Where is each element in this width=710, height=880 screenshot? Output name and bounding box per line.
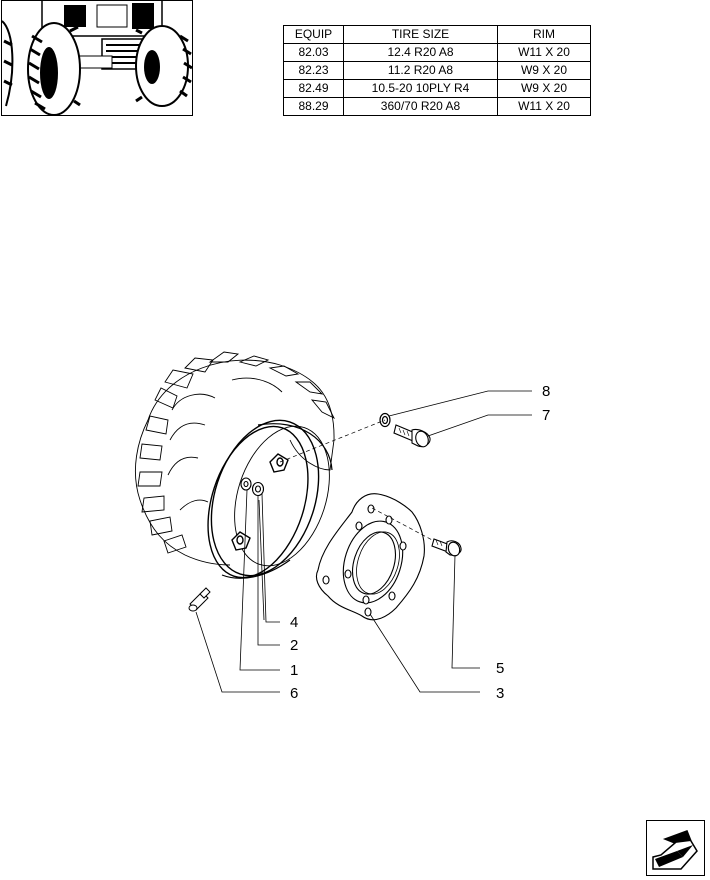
part-7-bolt: [393, 424, 431, 448]
callout-5: 5: [496, 660, 504, 677]
cell-rim: W11 X 20: [497, 97, 591, 116]
tire-rim-spec-table: EQUIP TIRE SIZE RIM 82.03 12.4 R20 A8 W1…: [283, 25, 591, 116]
tire: [134, 351, 336, 566]
callout-1: 1: [290, 662, 298, 679]
callout-7: 7: [542, 407, 550, 424]
next-page-arrow-icon: [652, 830, 698, 870]
callout-2: 2: [290, 637, 298, 654]
cell-equip: 82.49: [283, 79, 344, 98]
callout-8: 8: [542, 383, 550, 400]
callout-4: 4: [290, 614, 298, 631]
cell-equip: 82.03: [283, 43, 344, 62]
callout-3: 3: [496, 685, 504, 702]
part-2-washer: [251, 481, 265, 497]
part-1-nut: [240, 477, 252, 491]
assembly-guide-lines: [279, 419, 435, 542]
table-row: 82.49 10.5-20 10PLY R4 W9 X 20: [283, 79, 591, 98]
part-5-bolt: [431, 538, 462, 557]
part-6-valve: [188, 587, 211, 612]
callout-6: 6: [290, 685, 298, 702]
leader-lines: [195, 390, 532, 693]
table-row: 88.29 360/70 R20 A8 W11 X 20: [283, 97, 591, 116]
cell-equip: 88.29: [283, 97, 344, 116]
part-3-disc: [315, 493, 425, 621]
header-equip: EQUIP: [283, 25, 344, 44]
table-row: 82.03 12.4 R20 A8 W11 X 20: [283, 43, 591, 62]
tractor-front-thumbnail-icon: [2, 1, 192, 115]
next-page-button[interactable]: [646, 820, 705, 876]
tractor-thumbnail: [1, 0, 193, 116]
cell-tire-size: 12.4 R20 A8: [343, 43, 498, 62]
cell-tire-size: 360/70 R20 A8: [343, 97, 498, 116]
